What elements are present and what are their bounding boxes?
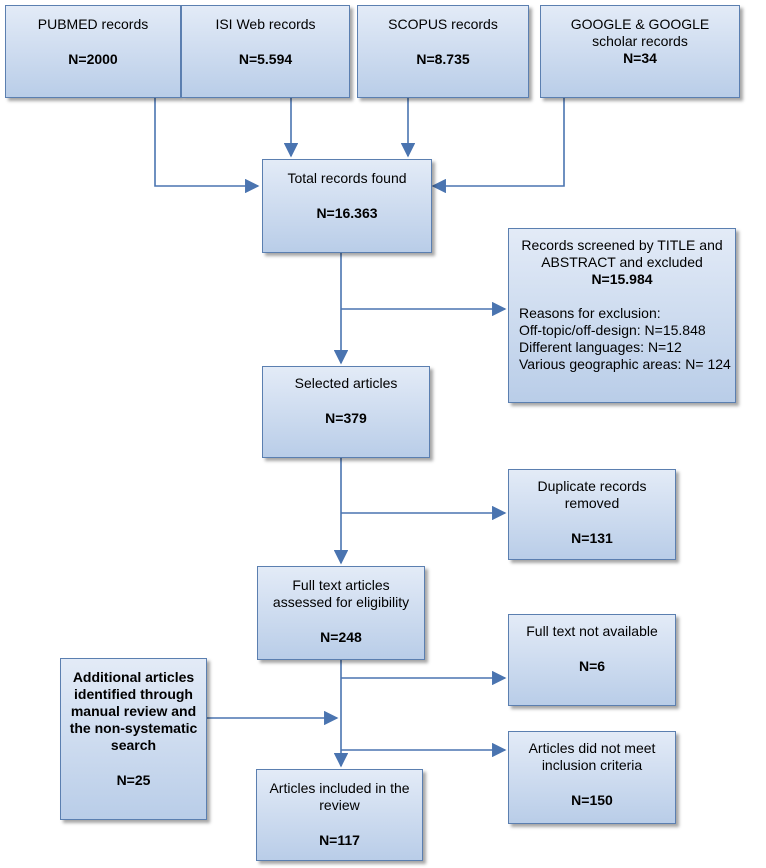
- total-count: N=16.363: [316, 205, 378, 221]
- not-available-box: Full text not available N=6: [508, 614, 676, 706]
- pubmed-title: PUBMED records: [37, 16, 149, 32]
- not-criteria-title: Articles did not meet inclusion criteria: [528, 740, 656, 773]
- isi-count: N=5.594: [238, 51, 293, 67]
- pubmed-count: N=2000: [68, 51, 118, 67]
- screened-count: N=15.984: [591, 271, 653, 287]
- scopus-box: SCOPUS records N=8.735: [357, 5, 529, 98]
- total-title: Total records found: [287, 170, 407, 186]
- screened-box: Records screened by TITLE and ABSTRACT a…: [508, 228, 736, 403]
- google-box: GOOGLE & GOOGLE scholar records N=34: [540, 5, 740, 98]
- scopus-title: SCOPUS records: [388, 16, 498, 32]
- not-criteria-box: Articles did not meet inclusion criteria…: [508, 731, 676, 824]
- arrow-google-total: [431, 98, 565, 194]
- google-title: GOOGLE & GOOGLE scholar records: [570, 16, 710, 49]
- fulltext-count: N=248: [320, 629, 362, 645]
- exclusion-reasons: Reasons for exclusion: Off-topic/off-des…: [509, 305, 735, 373]
- isi-title: ISI Web records: [215, 16, 316, 32]
- included-box: Articles included in the review N=117: [256, 769, 423, 861]
- reasons-heading: Reasons for exclusion:: [519, 305, 661, 321]
- selected-title: Selected articles: [294, 375, 398, 391]
- fulltext-box: Full text articles assessed for eligibil…: [257, 566, 425, 660]
- google-count: N=34: [623, 50, 657, 66]
- arrow-pubmed-total: [154, 98, 260, 194]
- duplicates-title: Duplicate records removed: [537, 478, 647, 511]
- additional-box: Additional articles identified through m…: [60, 658, 207, 820]
- selected-count: N=379: [325, 410, 367, 426]
- additional-title: Additional articles identified through m…: [69, 669, 198, 753]
- scopus-count: N=8.735: [416, 51, 470, 67]
- reason-geographic: Various geographic areas: N= 124: [519, 356, 731, 372]
- reason-off-topic: Off-topic/off-design: N=15.848: [519, 322, 706, 338]
- additional-count: N=25: [116, 772, 151, 788]
- fulltext-title: Full text articles assessed for eligibil…: [272, 577, 410, 610]
- isi-box: ISI Web records N=5.594: [181, 5, 350, 98]
- duplicates-count: N=131: [571, 530, 613, 546]
- reason-languages: Different languages: N=12: [519, 339, 682, 355]
- screened-title: Records screened by TITLE and ABSTRACT a…: [521, 237, 723, 270]
- not-criteria-count: N=150: [571, 792, 613, 808]
- total-box: Total records found N=16.363: [262, 159, 432, 253]
- not-available-count: N=6: [578, 658, 606, 674]
- selected-box: Selected articles N=379: [262, 366, 430, 458]
- included-count: N=117: [319, 832, 360, 848]
- not-available-title: Full text not available: [526, 623, 658, 639]
- included-title: Articles included in the review: [269, 780, 410, 813]
- pubmed-box: PUBMED records N=2000: [5, 5, 181, 98]
- duplicates-box: Duplicate records removed N=131: [508, 469, 676, 560]
